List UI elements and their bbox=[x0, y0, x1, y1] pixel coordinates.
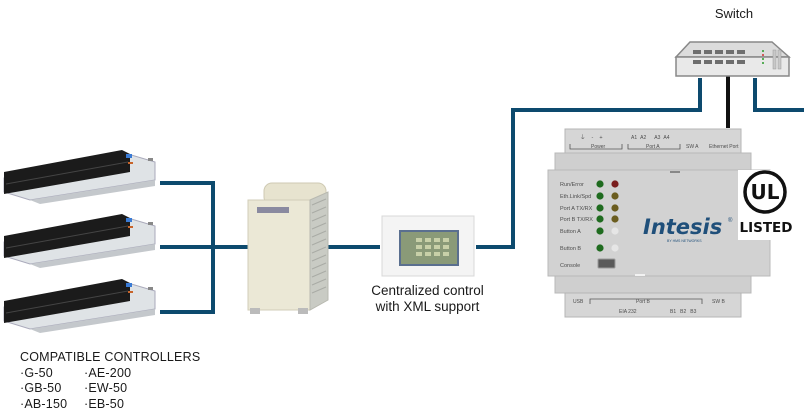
controller-caption: Centralized control with XML support bbox=[355, 283, 500, 315]
switch-label: Switch bbox=[714, 6, 754, 21]
ul-mark: UL bbox=[751, 180, 780, 204]
network-switch bbox=[674, 41, 791, 77]
bus-lines bbox=[160, 78, 804, 314]
centralized-controller bbox=[381, 215, 475, 277]
led-status bbox=[596, 244, 604, 252]
led-label: Port B TX/RX bbox=[560, 217, 593, 223]
ul-listed-text: LISTED bbox=[740, 220, 793, 236]
controllers-column-1: ·G-50 ·GB-50 ·AB-150 bbox=[20, 366, 84, 413]
outdoor-unit bbox=[247, 182, 329, 314]
led-label: Button A bbox=[560, 229, 581, 235]
led-status bbox=[611, 204, 619, 212]
led-status bbox=[596, 180, 604, 188]
controller-item: ·GB-50 bbox=[20, 381, 62, 395]
indoor-units bbox=[3, 150, 156, 333]
sw-a-label: SW A bbox=[686, 144, 699, 150]
ethernet-port-label: Ethernet Port bbox=[709, 144, 739, 150]
controller-item: ·EB-50 bbox=[84, 396, 125, 411]
console-label: Console bbox=[560, 263, 580, 269]
led-status bbox=[596, 227, 604, 235]
eia232-label: EIA 232 bbox=[619, 309, 637, 315]
led-status bbox=[611, 215, 619, 223]
indoor-duct-unit bbox=[3, 150, 156, 204]
led-status bbox=[596, 192, 604, 200]
led-status bbox=[611, 244, 619, 252]
led-status bbox=[596, 215, 604, 223]
led-label: Port A TX/RX bbox=[560, 206, 593, 212]
usb-label: USB bbox=[573, 299, 584, 305]
controller-caption-line-2: with XML support bbox=[375, 299, 480, 314]
led-status bbox=[611, 227, 619, 235]
led-status bbox=[596, 204, 604, 212]
intesis-subbrand: BY HMS NETWORKS bbox=[667, 239, 702, 243]
line-switch-right bbox=[753, 78, 804, 112]
indoor-duct-unit bbox=[3, 279, 156, 333]
port-a-label: Port A bbox=[646, 144, 660, 150]
power-symbols: ⏚-+ bbox=[580, 134, 603, 141]
led-label: Button B bbox=[560, 246, 581, 252]
controller-item: ·G-50 bbox=[20, 365, 53, 380]
port-b-label: Port B bbox=[636, 299, 651, 305]
controller-item: ·EW-50 bbox=[84, 381, 128, 395]
compatible-controllers-title: COMPATIBLE CONTROLLERS bbox=[20, 350, 201, 364]
svg-text:®: ® bbox=[728, 217, 733, 224]
led-status bbox=[611, 192, 619, 200]
indoor-duct-unit bbox=[3, 214, 156, 268]
led-label: Eth.Link/Spd bbox=[560, 194, 591, 200]
controller-item: ·AB-150 bbox=[20, 396, 68, 411]
ul-listed-badge: UL LISTED bbox=[738, 170, 804, 240]
controller-caption-line-1: Centralized control bbox=[371, 283, 484, 298]
line-controller-to-switch bbox=[476, 78, 702, 249]
controllers-column-2: ·AE-200 ·EW-50 ·EB-50 bbox=[84, 366, 148, 413]
led-status bbox=[611, 180, 619, 188]
led-label: Run/Error bbox=[560, 182, 584, 188]
console-port bbox=[597, 258, 616, 269]
controller-item: ·AE-200 bbox=[84, 365, 132, 380]
power-label: Power bbox=[591, 144, 606, 150]
compatible-controllers: COMPATIBLE CONTROLLERS ·G-50 ·GB-50 ·AB-… bbox=[20, 350, 200, 412]
sw-b-label: SW B bbox=[712, 299, 725, 305]
intesis-logo: Intesis bbox=[643, 215, 722, 239]
